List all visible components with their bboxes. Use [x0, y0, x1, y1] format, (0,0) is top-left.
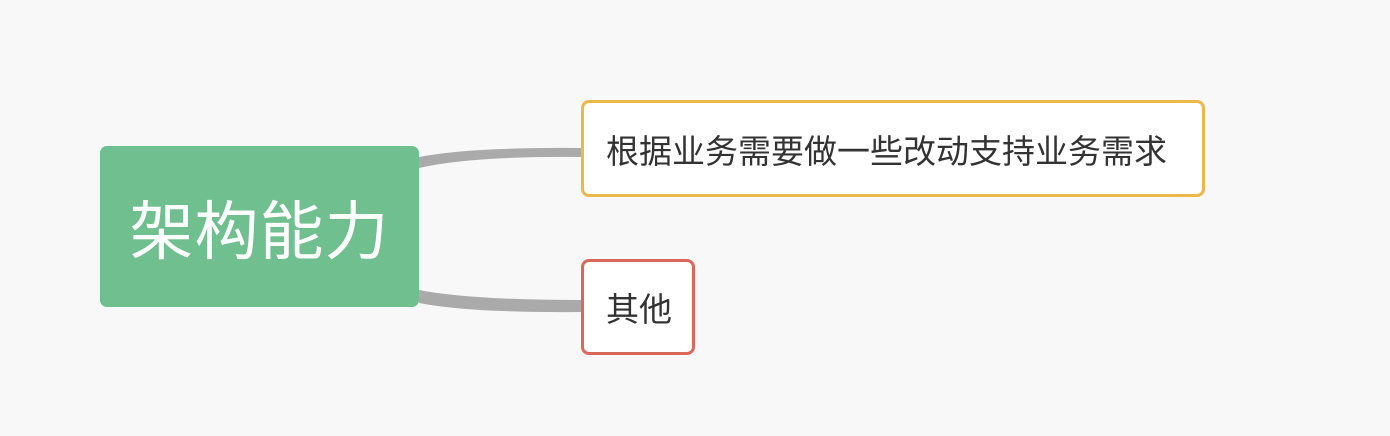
branch-topic-1[interactable]: 根据业务需要做一些改动支持业务需求: [581, 100, 1205, 197]
branch-topic-1-label: 根据业务需要做一些改动支持业务需求: [606, 131, 1167, 171]
connector-root-to-branch-2: [419, 290, 581, 313]
connector-root-to-branch-1: [419, 147, 581, 168]
branch-topic-2-label: 其他: [606, 290, 672, 329]
root-topic-label: 架构能力: [129, 195, 390, 270]
branch-topic-2[interactable]: 其他: [581, 259, 695, 355]
root-topic[interactable]: 架构能力: [100, 146, 419, 307]
